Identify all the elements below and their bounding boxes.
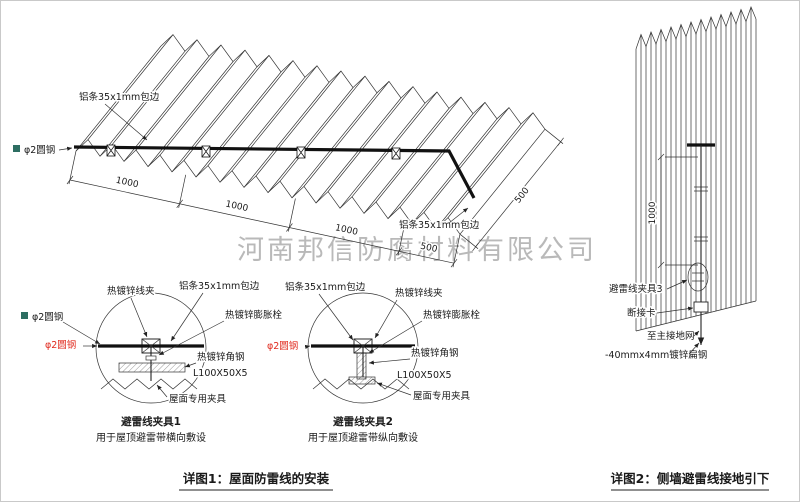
wall-leader-disconnect xyxy=(656,306,694,314)
dim-500-a: 500 xyxy=(419,242,438,255)
dim-ticks xyxy=(657,153,665,269)
wall-leader-flat-steel xyxy=(688,342,700,355)
roof-ridge-lines xyxy=(87,34,534,218)
detail1-wire-clip xyxy=(141,338,161,354)
detail1-leader-roof-clamp xyxy=(156,384,168,398)
wall-label-flat-steel: -40mmx4mm镀锌扁钢 xyxy=(605,349,707,361)
label-alu-strip-right: 铝条35x1mm包边 xyxy=(399,219,480,231)
disconnect-card-symbol xyxy=(693,301,709,313)
wall-corrugation-lines xyxy=(635,7,757,331)
detail2-label-round-steel-red: φ2圆钢 xyxy=(267,340,298,352)
wire-clamp-symbol xyxy=(391,147,401,160)
detail2-label-roof-clamp: 屋面专用夹具 xyxy=(413,390,471,402)
detail2-wire-clip xyxy=(353,338,373,354)
dim-ticks xyxy=(472,137,564,252)
company-watermark: 河南邦信防腐材料有限公司 xyxy=(237,235,597,266)
dim-line xyxy=(475,141,561,248)
detail2-leader-alu-strip xyxy=(318,293,354,341)
detail2-leader-angle-steel xyxy=(368,358,411,365)
detail1-leader-angle-steel xyxy=(184,362,197,368)
leader-round-steel xyxy=(58,146,73,151)
dim-extension-lines xyxy=(68,150,461,268)
detail1-angle-steel xyxy=(118,362,186,373)
detail1-nut xyxy=(145,355,157,361)
detail1-label-alu-strip: 铝条35x1mm包边 xyxy=(179,280,260,292)
detail2-label-alu-strip: 铝条35x1mm包边 xyxy=(285,281,366,293)
detail2-leader-round-steel-red xyxy=(304,344,311,350)
detail2-leader-wire-clip xyxy=(374,299,398,339)
side-dimension: 500 xyxy=(459,128,564,252)
wall-dim-1000: 1000 xyxy=(648,201,658,224)
wall-label-clamp3: 避雷线夹具3 xyxy=(609,283,663,295)
dim-extension-lines xyxy=(665,156,698,266)
detail2-label-wire-clip: 热镀锌线夹 xyxy=(395,287,443,299)
detail1-subtitle: 用于屋顶避雷带横向敷设 xyxy=(96,431,206,444)
wire-clamp-symbol xyxy=(296,146,306,159)
detail1-leader-round-steel xyxy=(62,321,101,345)
wire-clamp-symbol xyxy=(106,144,116,157)
detail1-leader-alu-strip xyxy=(170,292,204,342)
dim-500-b: 500 xyxy=(513,186,532,206)
leader-alu-strip-top xyxy=(104,103,148,141)
wall-bottom-edge xyxy=(635,300,757,332)
caption-fig2: 详图2：侧墙避雷线接地引下 xyxy=(611,471,770,486)
label-alu-strip-top: 铝条35x1mm包边 xyxy=(79,91,160,103)
detail2-title: 避雷线夹具2 xyxy=(332,415,393,428)
lightning-belt-wire xyxy=(73,145,476,199)
wall-elevation-drawing: 1000 避雷线夹具3 断接卡 至主接地网 -40mmx4mm镀锌扁钢 xyxy=(604,6,757,363)
detail1-clip-cross xyxy=(141,338,161,354)
detail1-leader-wire-clip xyxy=(130,297,148,338)
roof-isometric-drawing: 1000 1000 1000 500 500 铝条35x1mm包边 铝条35x1… xyxy=(13,34,564,268)
wall-label-to-ground: 至主接地网 xyxy=(647,330,695,342)
leader-alu-strip-right xyxy=(448,207,469,224)
legend-mark xyxy=(21,312,28,319)
dim-1000-b: 1000 xyxy=(224,200,249,215)
detail-circle-1: 热镀锌线夹 铝条35x1mm包边 热镀锌膨胀栓 φ2圆钢 φ2圆钢 热镀锌角钢 … xyxy=(21,279,284,446)
detail2-roof-profile xyxy=(312,378,410,390)
roof-back-edge xyxy=(160,34,546,130)
label-round-steel: φ2圆钢 xyxy=(24,144,55,156)
detail1-leader-anchor-bolt xyxy=(158,320,225,356)
figure-captions: 详图1：屋面防雷线的安装 详图2：侧墙避雷线接地引下 xyxy=(179,471,770,491)
detail1-label-roof-clamp: 屋面专用夹具 xyxy=(169,393,227,405)
dim-line xyxy=(69,179,455,264)
detail2-subtitle: 用于屋顶避雷带纵向敷设 xyxy=(308,431,418,444)
clamp-callout-ellipse xyxy=(687,262,709,292)
detail1-label-wire-clip: 热镀锌线夹 xyxy=(107,285,155,297)
detail2-leader-anchor-bolt xyxy=(368,320,423,354)
dim-1000-a: 1000 xyxy=(115,176,140,191)
front-dimension-chain: 1000 1000 1000 500 xyxy=(66,150,461,268)
detail2-leader-roof-clamp xyxy=(376,382,412,396)
wall-dimension: 1000 xyxy=(647,153,698,269)
detail2-label-angle-steel: 热镀锌角钢 xyxy=(411,347,459,359)
detail1-label-anchor-bolt: 热镀锌膨胀栓 xyxy=(225,309,283,321)
wall-leader-clamp3 xyxy=(666,279,688,290)
detail1-label-round-steel-red: φ2圆钢 xyxy=(45,339,76,351)
dim-ticks xyxy=(66,175,458,268)
detail1-label-round-steel: φ2圆钢 xyxy=(32,311,63,323)
detail1-label-angle-steel: 热镀锌角钢 xyxy=(197,351,245,363)
dim-extension-lines xyxy=(459,128,564,249)
detail-circle-2: 铝条35x1mm包边 热镀锌线夹 热镀锌膨胀栓 φ2圆钢 热镀锌角钢 L100X… xyxy=(266,280,483,446)
legend-mark xyxy=(13,145,20,152)
detail2-label-angle-spec: L100X50X5 xyxy=(397,370,452,381)
conductor-clamp-ticks xyxy=(692,186,708,282)
wall-label-disconnect: 断接卡 xyxy=(627,307,656,319)
wall-leader-to-ground xyxy=(693,330,700,337)
detail2-angle-steel-foot xyxy=(348,376,376,385)
detail1-roof-profile xyxy=(100,378,198,390)
wire-clamp-symbol xyxy=(201,145,211,158)
detail1-label-angle-spec: L100X50X5 xyxy=(193,368,248,379)
caption-fig1: 详图1：屋面防雷线的安装 xyxy=(183,471,330,486)
roof-valley-lines xyxy=(75,45,546,235)
detail2-label-anchor-bolt: 热镀锌膨胀栓 xyxy=(423,309,481,321)
detail1-title: 避雷线夹具1 xyxy=(120,415,181,428)
detail2-angle-steel xyxy=(356,352,367,380)
